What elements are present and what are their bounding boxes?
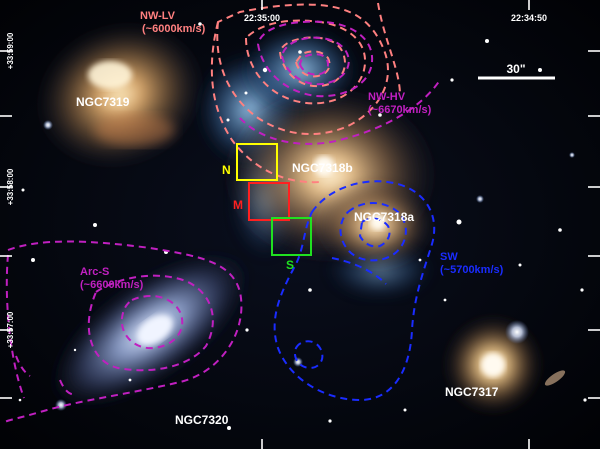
arc-s-name: Arc-S bbox=[80, 266, 109, 278]
box-n bbox=[236, 143, 278, 181]
nw-lv-name: NW-LV bbox=[140, 10, 176, 22]
arc-s-velocity: (~6600km/s) bbox=[80, 279, 144, 291]
nw-lv-contours bbox=[210, 2, 401, 184]
box-m bbox=[248, 182, 290, 221]
sw-name: SW bbox=[440, 251, 458, 263]
nw-hv-velocity: (~6670km/s) bbox=[368, 104, 432, 116]
ra-label-1: 22:35:00 bbox=[244, 13, 280, 23]
box-s-label: S bbox=[286, 258, 294, 272]
dec-label-1: +33:59:00 bbox=[6, 32, 15, 69]
ngc7318a-label: NGC7318a bbox=[354, 210, 414, 224]
ngc7320-galaxy bbox=[47, 249, 253, 411]
ngc7319-galaxy bbox=[36, 23, 204, 167]
scale-bar-label: 30" bbox=[506, 62, 525, 76]
ngc7320-label: NGC7320 bbox=[175, 413, 229, 427]
nw-lv-velocity: (~6000km/s) bbox=[142, 23, 206, 35]
ra-label-2: 22:34:50 bbox=[511, 13, 547, 23]
sw-contours bbox=[273, 180, 436, 402]
ngc7319-label: NGC7319 bbox=[76, 95, 130, 109]
ngc7318b-label: NGC7318b bbox=[292, 161, 353, 175]
ngc7317-label: NGC7317 bbox=[445, 385, 499, 399]
box-n-label: N bbox=[222, 163, 231, 177]
nw-hv-contours bbox=[239, 20, 441, 145]
arc-s-contours bbox=[4, 240, 243, 423]
dec-label-2: +33:58:00 bbox=[6, 168, 15, 205]
dec-label-3: +33:57:00 bbox=[6, 311, 15, 348]
box-s bbox=[271, 217, 312, 256]
nw-hv-name: NW-HV bbox=[368, 91, 406, 103]
sw-velocity: (~5700km/s) bbox=[440, 264, 504, 276]
box-m-label: M bbox=[233, 198, 243, 212]
